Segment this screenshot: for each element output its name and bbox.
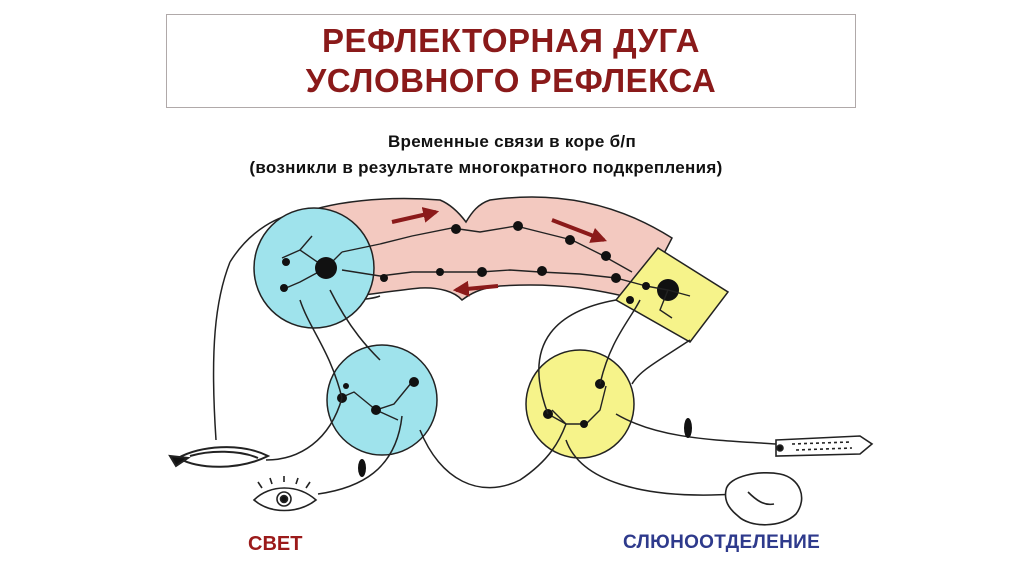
visual-ganglion [358,459,366,477]
mouth-icon [168,446,271,468]
visual-cortex-center [253,207,375,329]
subtitle-line-1: Временные связи в коре б/п [387,132,637,151]
title-box: РЕФЛЕКТОРНАЯ ДУГА УСЛОВНОГО РЕФЛЕКСА [166,14,856,108]
nerve-pathways [212,261,777,496]
salivary-duct-icon [775,435,874,457]
visual-subcortex-center [326,344,438,456]
visual-cortex-neuron-body [315,257,337,279]
synapse-dots [380,221,621,283]
light-label: СВЕТ [248,533,303,555]
salivary-ganglion [684,418,692,438]
salivary-subcortex-center [525,349,635,459]
connection-arrows [391,207,607,297]
salivation-label: СЛЮНООТДЕЛЕНИЕ [623,532,821,553]
temporary-connection-lower [341,269,647,287]
subtitle-line-2: (возникли в результате многократного под… [249,158,723,177]
salivary-gland-icon [724,471,803,526]
title-line-2: УСЛОВНОГО РЕФЛЕКСА [305,62,717,99]
title-line-1: РЕФЛЕКТОРНАЯ ДУГА [321,22,701,59]
temporary-connection-upper [341,225,633,273]
eye-icon [252,476,318,512]
